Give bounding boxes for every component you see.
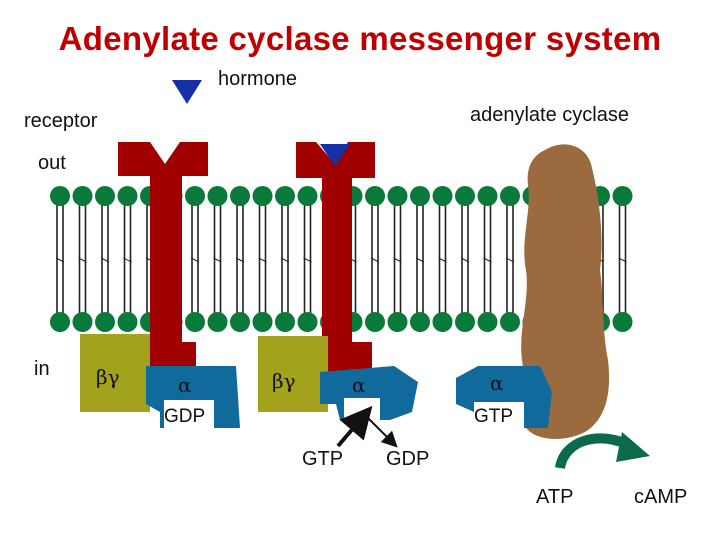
lipid-head xyxy=(95,312,115,332)
beta-gamma-subunit-2 xyxy=(258,336,328,412)
hormone-triangle-free xyxy=(172,80,202,104)
lipid-tail-kink xyxy=(280,257,290,263)
lipid-head xyxy=(365,312,385,332)
lipid-head xyxy=(432,312,453,332)
alpha-label-3: α xyxy=(490,371,504,395)
lipid-head xyxy=(365,186,385,206)
atp-to-camp-arrowhead xyxy=(616,432,650,462)
atp-label: ATP xyxy=(536,486,574,508)
camp-label: cAMP xyxy=(634,486,688,508)
lipid-head xyxy=(387,186,408,206)
gtp-bound-label: GTP xyxy=(474,406,513,427)
beta-gamma-label-2: βγ xyxy=(272,369,296,393)
lipid-tail-kink xyxy=(393,257,402,263)
lipid-tail-kink xyxy=(258,257,267,263)
lipid-head xyxy=(612,312,633,332)
lipid-head xyxy=(72,312,93,332)
lipid-head xyxy=(230,186,250,206)
lipid-head xyxy=(252,186,273,206)
lipid-head xyxy=(410,312,430,332)
lipid-head xyxy=(207,312,228,332)
lipid-head xyxy=(455,312,475,332)
lipid-head xyxy=(500,186,520,206)
lipid-tail-kink xyxy=(460,257,470,263)
lipid-head xyxy=(185,186,205,206)
lipid-tail-kink xyxy=(100,257,110,263)
lipid-head xyxy=(297,186,318,206)
lipid-head xyxy=(387,312,408,332)
alpha-label-2: α xyxy=(352,373,366,397)
lipid-tail-kink xyxy=(78,257,87,263)
lipid-tail-kink xyxy=(213,257,222,263)
alpha-subunit-1-cut xyxy=(164,400,214,428)
gdp-out-arrow xyxy=(363,413,398,448)
lipid-tail-kink xyxy=(55,257,65,263)
gtp-free-label: GTP xyxy=(302,448,344,470)
lipid-head xyxy=(50,186,70,206)
lipid-tail-kink xyxy=(303,257,312,263)
lipid-head xyxy=(207,186,228,206)
lipid-head xyxy=(275,312,295,332)
lipid-head xyxy=(500,312,520,332)
lipid-head xyxy=(72,186,93,206)
lipid-head xyxy=(477,186,498,206)
lipid-head xyxy=(230,312,250,332)
receptor-1 xyxy=(118,142,208,378)
lipid-tail-kink xyxy=(370,257,380,263)
receptor-2 xyxy=(296,142,375,372)
adenylate-cyclase-label: adenylate cyclase xyxy=(470,104,629,126)
lipid-tail-kink xyxy=(618,257,627,263)
beta-gamma-label-1: βγ xyxy=(96,365,120,389)
lipid-head xyxy=(455,186,475,206)
beta-gamma-subunit-1 xyxy=(80,334,150,412)
alpha-subunit-2-cut xyxy=(344,398,380,420)
adenylate-cyclase-enzyme xyxy=(521,144,610,439)
lipid-tail-kink xyxy=(123,257,132,263)
lipid-head xyxy=(117,312,138,332)
lipid-tail-kink xyxy=(505,257,515,263)
lipid-head xyxy=(275,186,295,206)
lipid-head xyxy=(252,312,273,332)
lipid-head xyxy=(612,186,633,206)
hormone-triangle-bound xyxy=(320,144,350,166)
lipid-head xyxy=(410,186,430,206)
gtp-in-arrow xyxy=(336,405,373,448)
out-label: out xyxy=(38,152,66,174)
lipid-head xyxy=(432,186,453,206)
lipid-head xyxy=(297,312,318,332)
alpha-subunit-3-cut xyxy=(474,402,524,428)
lipid-tail-kink xyxy=(438,257,447,263)
lipid-tail-kink xyxy=(483,257,492,263)
lipid-tail-kink xyxy=(190,257,200,263)
lipid-tail-kink xyxy=(235,257,245,263)
in-label: in xyxy=(34,358,50,380)
receptor-label: receptor xyxy=(24,110,98,132)
gdp-free-label: GDP xyxy=(386,448,430,470)
lipid-tail-kink xyxy=(415,257,425,263)
lipid-head xyxy=(50,312,70,332)
lipid-head xyxy=(185,312,205,332)
lipid-head xyxy=(117,186,138,206)
slide-title: Adenylate cyclase messenger system xyxy=(58,20,662,57)
lipid-head xyxy=(95,186,115,206)
hormone-label: hormone xyxy=(218,68,297,90)
gdp-bound-label: GDP xyxy=(164,406,205,427)
lipid-head xyxy=(477,312,498,332)
alpha-label-1: α xyxy=(178,373,192,397)
